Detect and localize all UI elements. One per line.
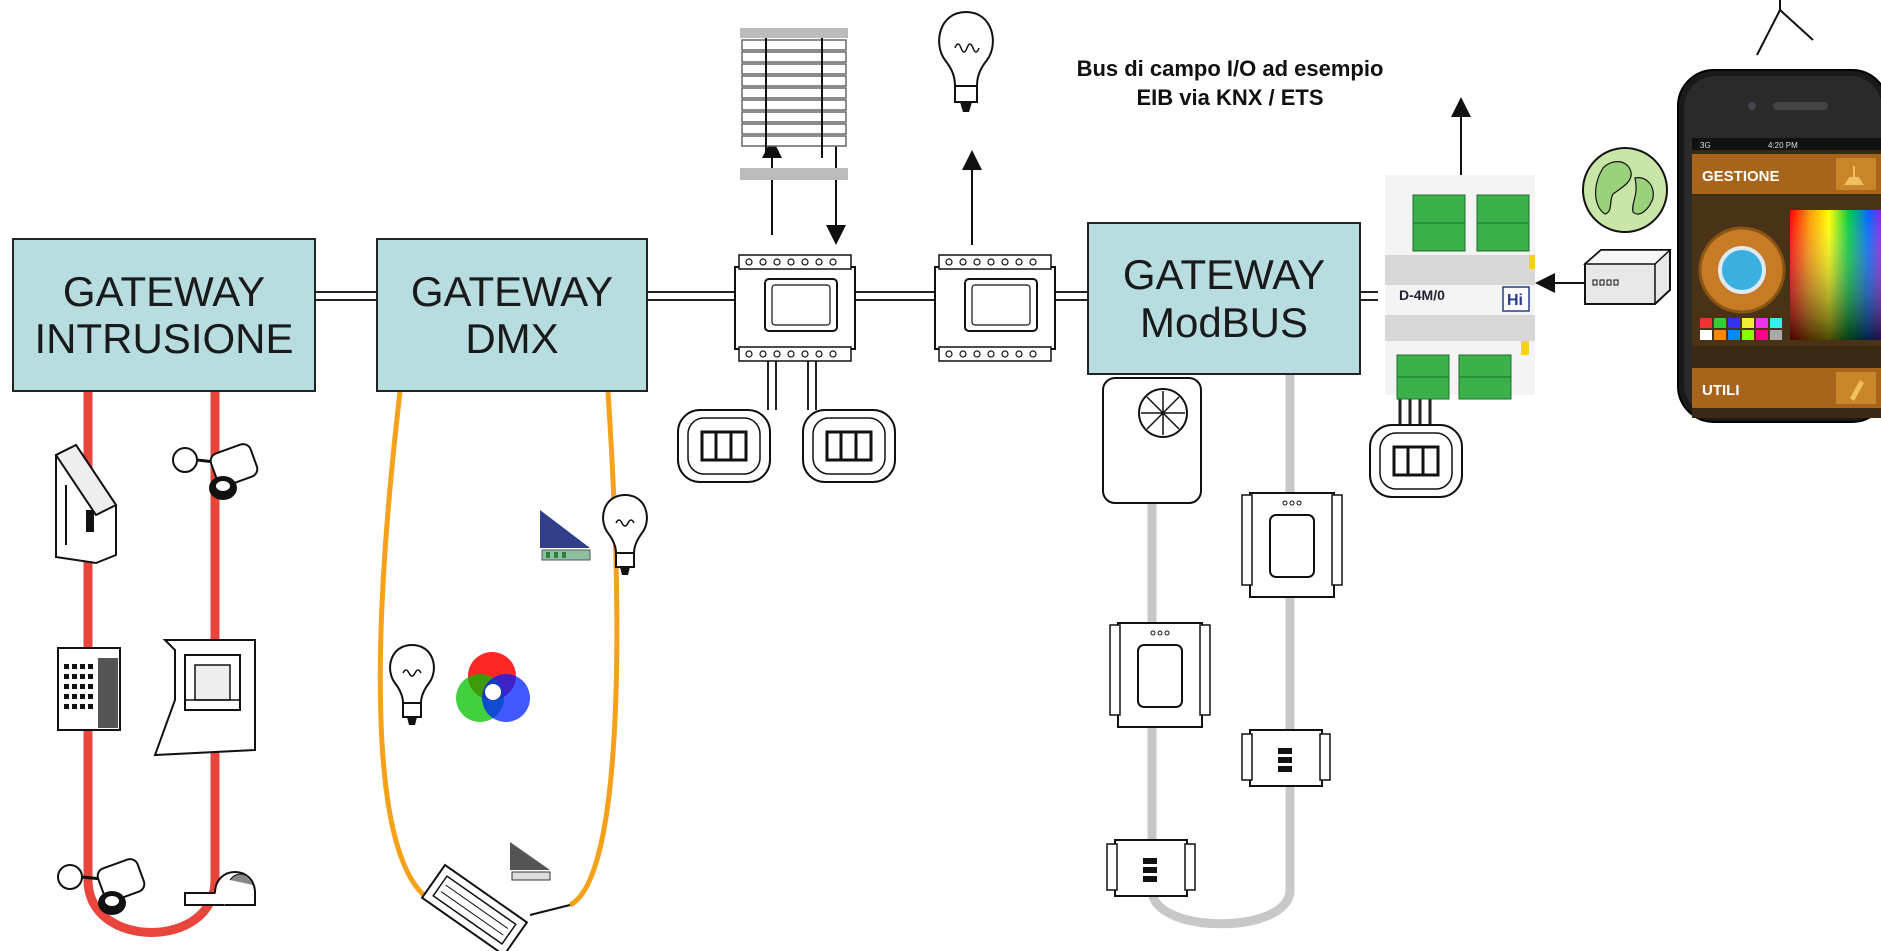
backbone-bus [315,291,1378,301]
gateway-modbus-line1: GATEWAY [1122,251,1326,299]
wall-switch-1-icon [677,409,771,483]
io-module-icon: D-4M/0 Hi [1385,175,1535,400]
rgb-color-icon [456,652,530,722]
router-icon [1583,249,1672,305]
wall-switch-3-icon [1369,424,1463,498]
wall-switch-2-icon [802,409,896,483]
relay-module-1-icon [734,254,856,362]
dmx-bulb-1-icon [602,493,648,575]
alarm-panel-icon [153,639,256,757]
phone-menu-utili: UTILI [1702,382,1740,399]
modbus-switch-2-icon [1106,839,1196,897]
fan-unit-icon [1102,377,1202,504]
dvr-recorder-icon [54,443,118,565]
fieldbus-note-line1: Bus di campo I/O ad esempio [1076,56,1384,81]
cctv-camera-icon [172,443,259,500]
gateway-intrusione: GATEWAY INTRUSIONE [12,238,316,392]
modbus-module-1-icon [1241,492,1343,598]
gateway-dmx-line1: GATEWAY [410,267,614,315]
fieldbus-note: Bus di campo I/O ad esempio EIB via KNX … [1055,55,1405,112]
modbus-module-2-icon [1109,622,1211,728]
io-module-brand: Hi [1507,292,1523,309]
dimmer-slider-2-icon [510,842,551,881]
gateway-intrusione-line1: GATEWAY [62,267,266,315]
phone-status-signal: 3G [1700,141,1711,150]
internet-globe-icon [1582,147,1668,233]
gateway-dmx-line2: DMX [465,315,559,362]
lamp-bulb-icon [938,10,994,112]
modbus-switch-1-icon [1241,729,1331,787]
gateway-intrusione-line2: INTRUSIONE [34,315,294,362]
gateway-modbus-line2: ModBUS [1139,298,1309,346]
io-module-model: D-4M/0 [1399,287,1445,303]
motion-sensor-icon [184,871,256,906]
fieldbus-note-line2: EIB via KNX / ETS [1136,84,1324,110]
phone-status-time: 4:20 PM [1768,141,1798,150]
smartphone-app-icon: 3G 4:20 PM GESTIONE [1677,69,1881,423]
relay-module-2-icon [934,254,1056,362]
dmx-fixture-icon [420,863,529,951]
cctv-camera-2-icon [57,858,146,915]
keypad-icon [57,647,121,731]
dmx-bulb-2-icon [389,643,435,725]
dimmer-slider-icon [540,510,591,561]
gateway-modbus: GATEWAY ModBUS [1087,222,1361,375]
window-blind-icon [740,28,848,180]
gateway-dmx: GATEWAY DMX [376,238,648,392]
phone-menu-gestione: GESTIONE [1702,168,1780,185]
modbus-bus-loop [1147,375,1295,929]
